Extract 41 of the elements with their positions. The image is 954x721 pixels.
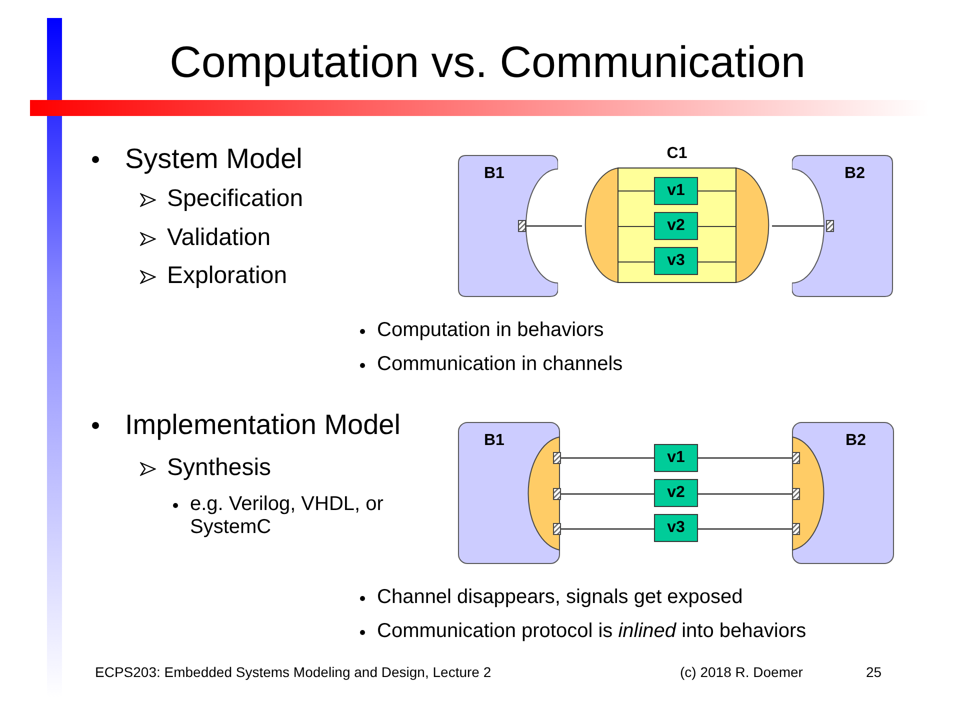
behavior-block	[792, 422, 894, 564]
block-label: B1	[484, 432, 504, 450]
variable-box: v2	[654, 479, 698, 507]
variable-box: v1	[654, 444, 698, 472]
slide-title: Computation vs. Communication	[168, 38, 806, 89]
bullet-text: Synthesis	[167, 454, 272, 482]
footer-text: 25	[866, 664, 882, 680]
port-square	[553, 452, 561, 464]
port-square	[553, 488, 561, 500]
channel-label: C1	[666, 145, 688, 163]
behavior-block	[458, 155, 558, 297]
bullet-text: Exploration	[167, 262, 288, 290]
port-square	[792, 452, 800, 464]
bullet-text: Communication in channels	[377, 353, 623, 376]
block-label: B1	[484, 165, 504, 183]
footer-text: (c) 2018 R. Doemer	[680, 664, 803, 680]
block-label: B2	[846, 432, 866, 450]
port-square	[826, 220, 834, 232]
port-square	[792, 488, 800, 500]
variable-box: v2	[654, 212, 698, 240]
footer-text: ECPS203: Embedded Systems Modeling and Design, Lecture 2	[95, 664, 492, 680]
connector-line	[560, 528, 654, 530]
bullet-text: Specification	[167, 185, 304, 213]
behavior-block	[458, 422, 560, 564]
variable-box: v3	[654, 247, 698, 275]
bullet-text: Implementation Model	[125, 409, 400, 442]
variable-box: v1	[654, 177, 698, 205]
bullet-text: Communication protocol is inlined into behaviors	[377, 620, 806, 643]
channel-shape	[582, 145, 772, 283]
block-label: B2	[844, 165, 865, 183]
bullet-text: Channel disappears, signals get exposed	[377, 586, 743, 609]
port-square	[792, 523, 800, 535]
port-square	[553, 523, 561, 535]
bullet-text: Computation in behaviors	[377, 319, 604, 342]
behavior-block	[792, 155, 893, 297]
variable-box: v3	[654, 514, 698, 542]
port-square	[518, 220, 526, 232]
bullet-text: System Model	[125, 143, 302, 176]
bullet-text: e.g. Verilog, VHDL, or SystemC	[190, 493, 384, 539]
bullet-text: Validation	[167, 224, 271, 252]
connector-line	[698, 528, 792, 530]
